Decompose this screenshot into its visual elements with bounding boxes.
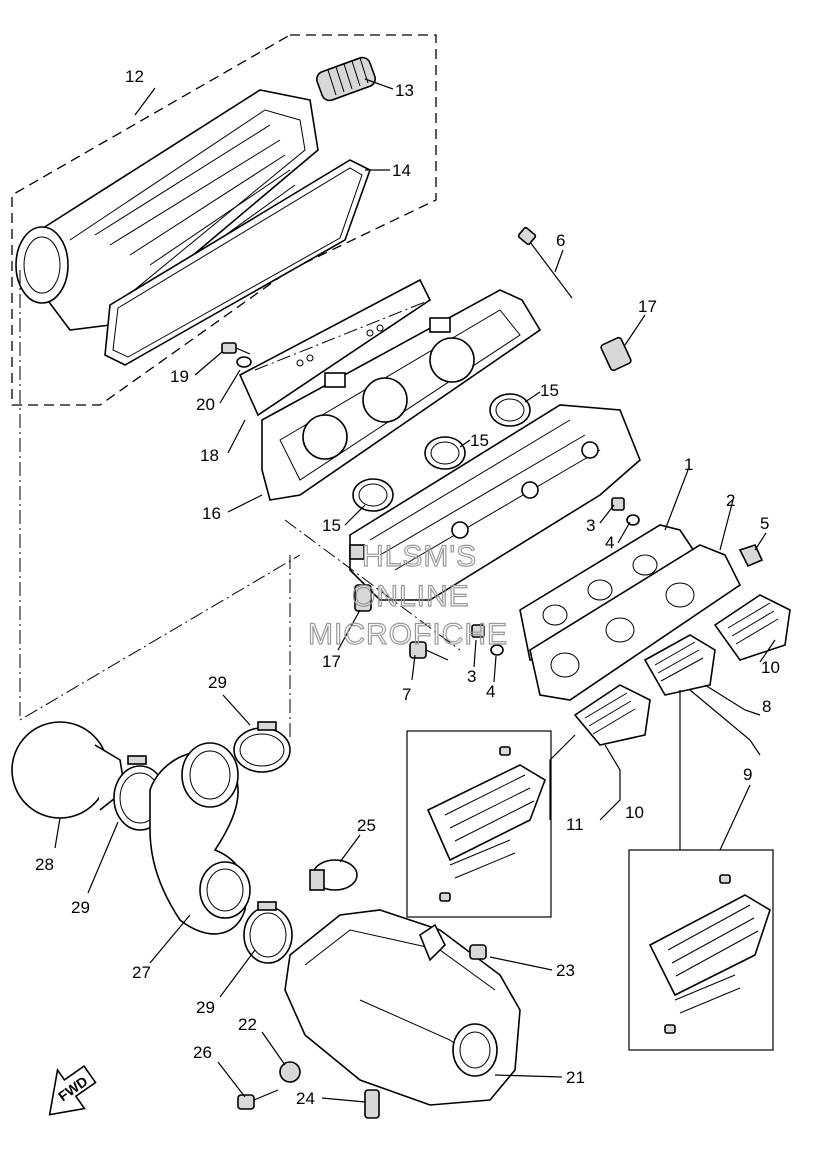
callout-15-a: 15 xyxy=(540,381,559,400)
callout-26: 26 xyxy=(193,1043,212,1062)
callout-19: 19 xyxy=(170,367,189,386)
clip-5 xyxy=(738,544,764,568)
grommet-22 xyxy=(279,1061,301,1083)
throttle-body-assembly xyxy=(349,404,641,601)
clamp-29-bottom xyxy=(243,901,293,964)
bolt-26 xyxy=(237,1089,279,1110)
bolt-3-lower xyxy=(471,624,485,638)
callout-17-bottom: 17 xyxy=(322,652,341,671)
sensor-17-bottom xyxy=(354,584,372,612)
bolt-23 xyxy=(469,944,487,960)
callout-10-lower: 10 xyxy=(625,803,644,822)
clamp-25 xyxy=(309,859,358,891)
watermark-line-1: HLSM'S xyxy=(362,540,477,573)
callout-15-b: 15 xyxy=(470,431,489,450)
leader-lines xyxy=(54,78,776,1103)
bolt-7 xyxy=(409,641,449,661)
intake-silencer xyxy=(284,909,521,1106)
callout-4-lower: 4 xyxy=(486,682,495,701)
callout-9: 9 xyxy=(743,765,752,784)
callout-20: 20 xyxy=(196,395,215,414)
inset-box-11 xyxy=(406,730,552,918)
plate-18 xyxy=(238,278,432,417)
callout-12: 12 xyxy=(125,67,144,86)
reed-valve-8 xyxy=(643,634,716,696)
callout-29-top: 29 xyxy=(208,673,227,692)
callout-16: 16 xyxy=(202,504,221,523)
reed-valve-10-upper xyxy=(713,594,791,661)
callout-25: 25 xyxy=(357,816,376,835)
callouts: 12 13 14 6 17 19 20 15 15 18 1 2 16 3 5 … xyxy=(35,67,780,1108)
callout-5: 5 xyxy=(760,514,769,533)
callout-4-upper: 4 xyxy=(605,533,614,552)
callout-18: 18 xyxy=(200,446,219,465)
plate-2 xyxy=(529,544,742,701)
callout-24: 24 xyxy=(296,1089,315,1108)
watermark-line-2: ONLINE xyxy=(352,580,470,613)
reed-valve-detail-11 xyxy=(426,746,546,902)
air-box-enclosure-outline xyxy=(11,34,437,406)
bolt-3-upper xyxy=(611,497,625,511)
callout-29-left: 29 xyxy=(71,898,90,917)
callout-14: 14 xyxy=(392,161,411,180)
callout-15-c: 15 xyxy=(322,516,341,535)
callout-11: 11 xyxy=(566,815,584,834)
washer-20 xyxy=(236,356,252,368)
washer-4-lower xyxy=(490,644,504,656)
air-box-cover xyxy=(15,89,319,331)
callout-2: 2 xyxy=(726,491,735,510)
callout-28: 28 xyxy=(35,855,54,874)
reed-valve-detail-9 xyxy=(648,874,771,1034)
air-filter-ball xyxy=(11,721,126,819)
watermark-line-3: MICROFICHE xyxy=(308,618,508,651)
callout-23: 23 xyxy=(556,961,575,980)
callout-3-upper: 3 xyxy=(586,516,595,535)
inset-box-9 xyxy=(628,849,774,1051)
callout-27: 27 xyxy=(132,963,151,982)
intake-duct xyxy=(149,742,251,935)
sensor-17-top xyxy=(600,336,632,372)
gasket-large xyxy=(104,159,371,366)
reed-valve-10-lower xyxy=(573,684,651,746)
callout-3-lower: 3 xyxy=(467,667,476,686)
callout-8: 8 xyxy=(762,697,771,716)
callout-17-top: 17 xyxy=(638,297,657,316)
clamp-29-top xyxy=(233,721,291,773)
callout-1: 1 xyxy=(684,455,693,474)
callout-7: 7 xyxy=(402,685,411,704)
callout-10-upper: 10 xyxy=(761,658,780,677)
drain-24 xyxy=(364,1089,380,1119)
air-box-base xyxy=(261,289,542,501)
callout-21: 21 xyxy=(566,1068,585,1087)
watermark: HLSM'S ONLINE MICROFICHE xyxy=(307,539,508,651)
callout-13: 13 xyxy=(395,81,414,100)
callout-6: 6 xyxy=(556,231,565,250)
callout-29-bottom: 29 xyxy=(196,998,215,1017)
fwd-arrow-icon: FWD xyxy=(48,1064,97,1116)
filter-element xyxy=(316,56,376,102)
bolt-19 xyxy=(221,342,251,355)
callout-22: 22 xyxy=(238,1015,257,1034)
bolt-6 xyxy=(517,226,573,299)
